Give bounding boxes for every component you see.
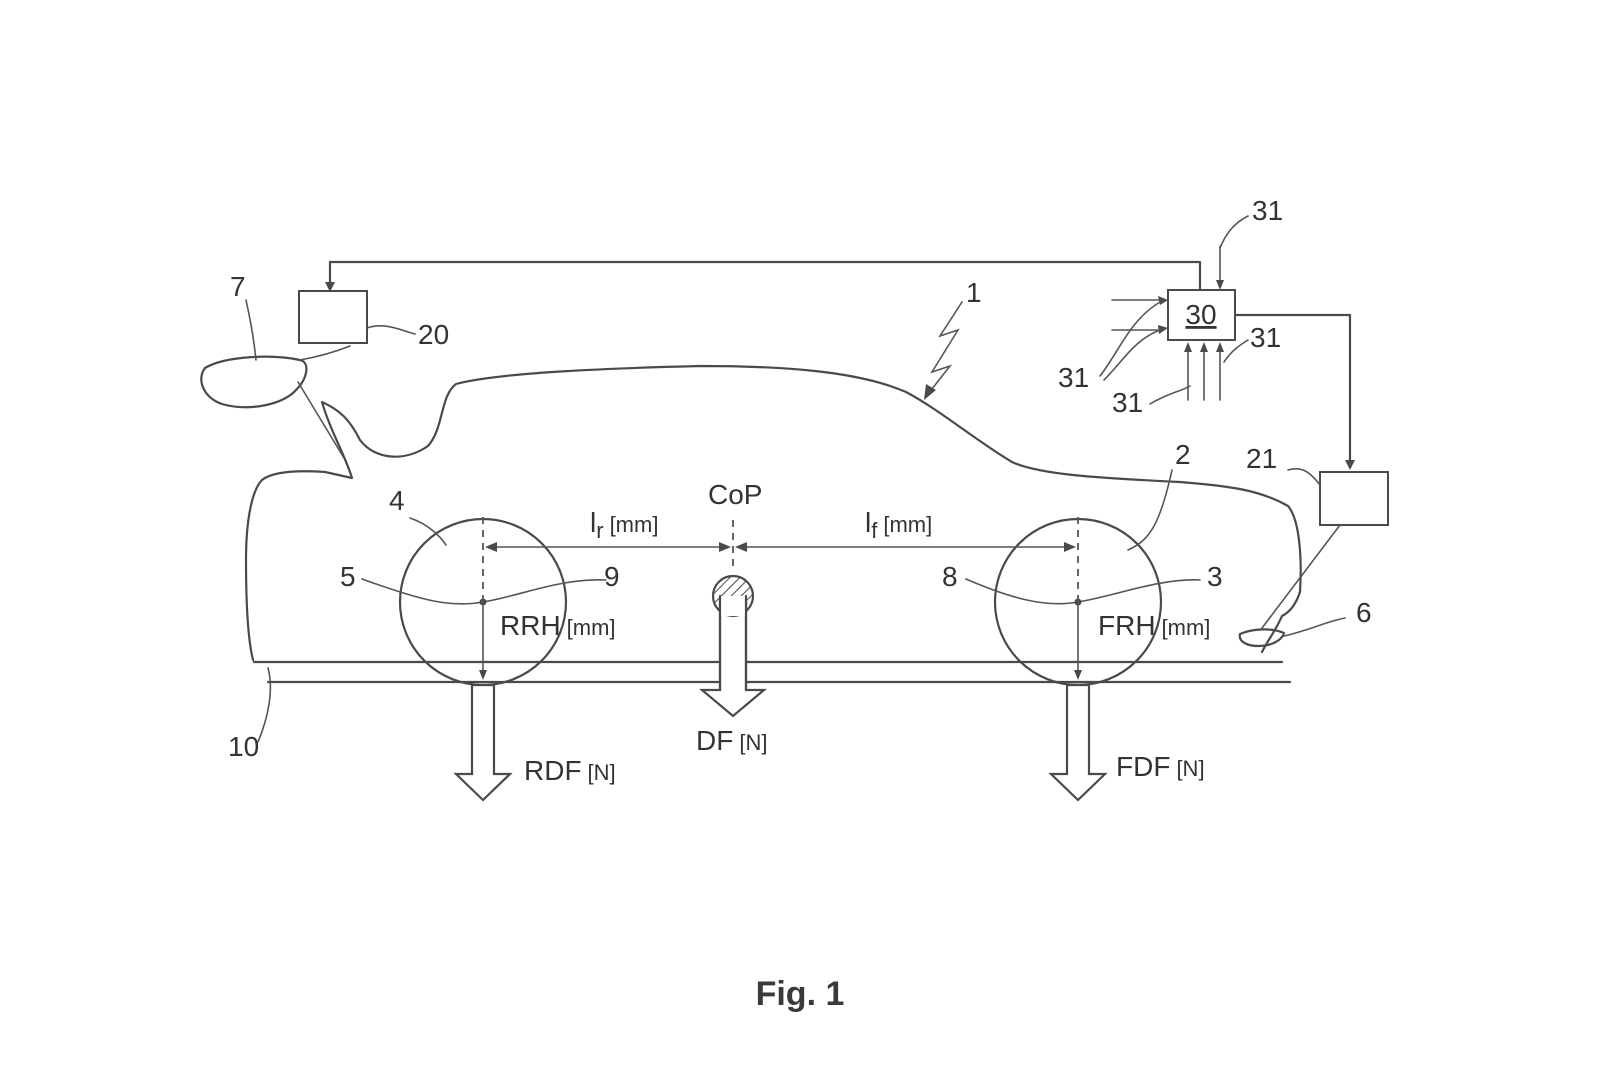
- control-line-rear: [325, 260, 1202, 300]
- road-10: [257, 667, 1292, 743]
- control-unit-30: 30: [1167, 289, 1236, 341]
- ref-6: 6: [1356, 597, 1372, 628]
- rear-wheel-4: [361, 517, 607, 687]
- front-wheel-2: [965, 469, 1201, 687]
- vehicle-pointer-1: [924, 301, 963, 400]
- rdf-arrow: [453, 683, 513, 802]
- ref-20: 20: [418, 319, 449, 350]
- ref-31-bottom: 31: [1112, 387, 1143, 418]
- df-label: DF[N]: [696, 725, 767, 756]
- ref-31-right: 31: [1250, 322, 1281, 353]
- ref-9: 9: [604, 561, 620, 592]
- ref-8: 8: [942, 561, 958, 592]
- df-arrow: [698, 574, 768, 718]
- cop-dimension-lines: [485, 520, 1076, 572]
- ref-31-top: 31: [1252, 195, 1283, 226]
- control-line-front: [1233, 313, 1355, 470]
- ref-31-left: 31: [1058, 362, 1089, 393]
- ref-21: 21: [1246, 443, 1277, 474]
- figure-caption: Fig. 1: [756, 975, 845, 1013]
- ref-5: 5: [340, 561, 356, 592]
- rdf-label: RDF[N]: [524, 755, 616, 786]
- rear-wing-7: [200, 345, 351, 459]
- rear-actuator-20: [298, 290, 416, 344]
- fdf-arrow: [1048, 683, 1108, 802]
- ref-3: 3: [1207, 561, 1223, 592]
- ref-4: 4: [389, 485, 405, 516]
- ref-1: 1: [966, 277, 982, 308]
- lf-label: lf[mm]: [865, 507, 932, 543]
- fdf-label: FDF[N]: [1116, 751, 1205, 782]
- ref-7: 7: [230, 271, 246, 302]
- control-inputs-31: [1099, 215, 1249, 405]
- rrh-label: RRH[mm]: [500, 610, 616, 641]
- control-unit-label: 30: [1185, 299, 1216, 330]
- lr-label: lr[mm]: [590, 507, 658, 543]
- cop-label: CoP: [708, 479, 762, 510]
- ref-2: 2: [1175, 439, 1191, 470]
- frh-label: FRH[mm]: [1098, 610, 1210, 641]
- front-aero-element-6: [1238, 617, 1346, 648]
- ref-10: 10: [228, 731, 259, 762]
